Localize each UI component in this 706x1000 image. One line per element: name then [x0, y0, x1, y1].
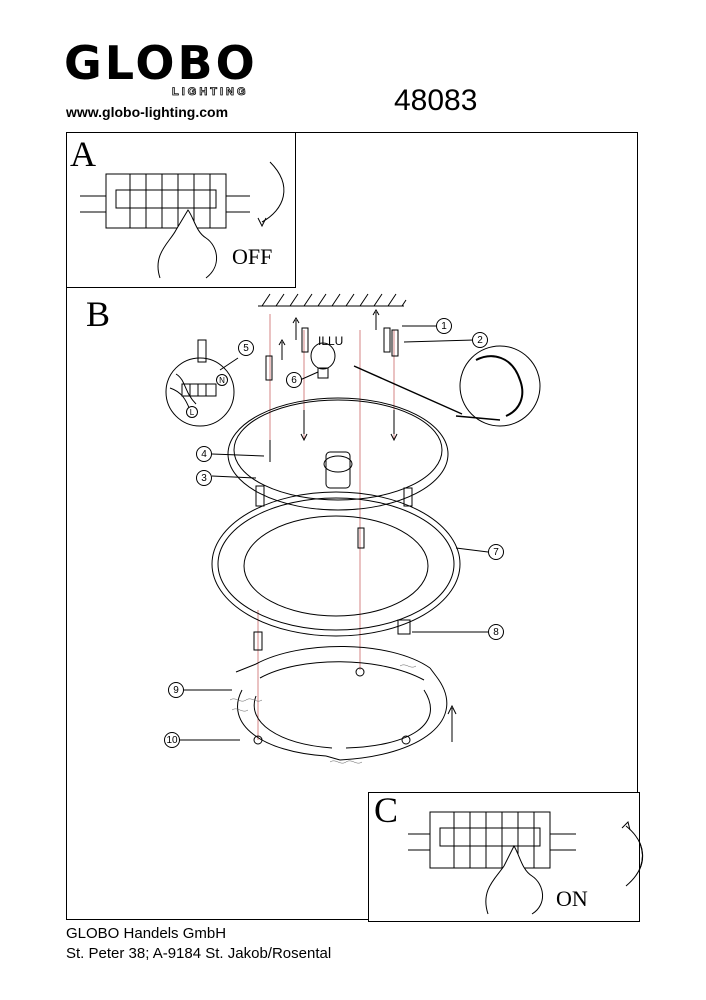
switch-on-label: ON	[556, 886, 588, 911]
callout-3: 3	[196, 470, 212, 486]
callout-7: 7	[488, 544, 504, 560]
footer: GLOBO Handels GmbH St. Peter 38; A-9184 …	[66, 924, 331, 964]
callout-8: 8	[488, 624, 504, 640]
standoff	[255, 485, 265, 507]
standoff	[403, 487, 413, 507]
wall-plug	[265, 355, 273, 381]
wall-plug	[391, 329, 399, 357]
callout-1: 1	[436, 318, 452, 334]
callout-2: 2	[472, 332, 488, 348]
panel-b-letter: B	[86, 294, 111, 334]
wall-plug	[383, 327, 391, 353]
bracket	[397, 619, 411, 635]
brand-url: www.globo-lighting.com	[66, 104, 229, 120]
switch-off-label: OFF	[232, 244, 273, 269]
lamp-holder	[325, 451, 351, 489]
panel-a-letter: A	[70, 134, 96, 174]
frame-ring	[211, 491, 461, 637]
callout-9: 9	[168, 682, 184, 698]
glass-ring	[235, 646, 448, 761]
wiring-detail	[165, 357, 235, 427]
wiring-live-label: L	[186, 406, 198, 418]
screw	[300, 410, 308, 442]
brand-name: GLOBO	[64, 36, 258, 90]
illu-label: ILLU	[318, 334, 344, 348]
product-code: 48083	[394, 84, 478, 117]
wall-plug	[301, 327, 309, 353]
panel-c-letter: C	[374, 790, 399, 830]
callout-10: 10	[164, 732, 180, 748]
company-name: GLOBO Handels GmbH	[66, 925, 227, 942]
panel-c	[368, 792, 640, 922]
detail-circle	[459, 345, 541, 427]
callout-4: 4	[196, 446, 212, 462]
company-address: St. Peter 38; A-9184 St. Jakob/Rosental	[66, 945, 332, 962]
callout-6: 6	[286, 372, 302, 388]
screw	[390, 410, 398, 442]
brand-sub: LIGHTING	[172, 86, 249, 99]
brand-logo: GLOBO LIGHTING	[64, 36, 258, 98]
bulb	[310, 342, 336, 379]
ceiling-hatch	[258, 293, 407, 307]
base-housing	[227, 397, 449, 511]
wiring-neutral-label: N	[216, 374, 228, 386]
main-frame	[66, 132, 638, 920]
callout-5: 5	[238, 340, 254, 356]
